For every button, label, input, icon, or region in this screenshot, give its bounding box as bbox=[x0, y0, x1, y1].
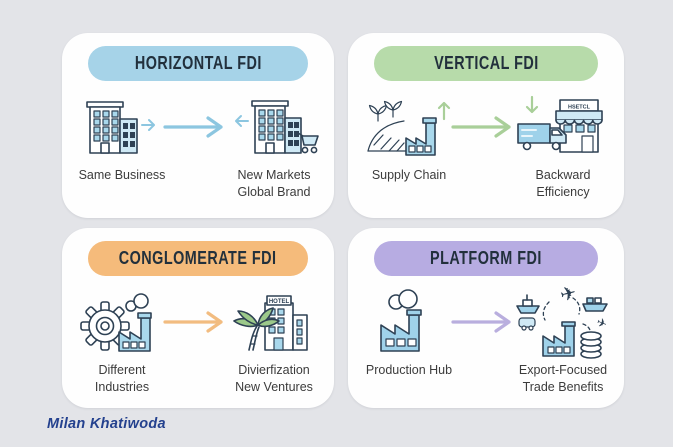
card-title: CONGLOMERATE FDI bbox=[119, 248, 277, 268]
card-conglomerate-fdi: CONGLOMERATE FDI bbox=[62, 228, 334, 408]
conglomerate-fdi-header: CONGLOMERATE FDI bbox=[87, 241, 309, 276]
airplane-icon: ✈ bbox=[558, 282, 579, 307]
buildings-shopping-cart-icon bbox=[228, 90, 320, 164]
cargo-ship-icon bbox=[516, 294, 540, 314]
small-airplane-icon: ✈ bbox=[595, 315, 610, 332]
figure-label: Different Industries bbox=[94, 363, 150, 394]
card-platform-fdi: PLATFORM FDI bbox=[348, 228, 624, 408]
flow-arrow-icon bbox=[450, 285, 522, 359]
card-title: HORIZONTAL FDI bbox=[134, 53, 262, 73]
gear-factory-icon bbox=[79, 285, 165, 359]
card-title: VERTICAL FDI bbox=[433, 53, 539, 73]
card-horizontal-fdi: HORIZONTAL FDI bbox=[62, 33, 334, 218]
hotel-sign-text: HOTEL bbox=[269, 299, 290, 305]
card-grid: HORIZONTAL FDI bbox=[62, 33, 624, 408]
vertical-fdi-header: VERTICAL FDI bbox=[373, 46, 599, 81]
flow-arrow-icon bbox=[162, 90, 234, 164]
platform-fdi-header: PLATFORM FDI bbox=[373, 241, 599, 276]
factory-smoke-icon bbox=[369, 285, 449, 359]
store-sign-text: HSETCL bbox=[568, 105, 591, 111]
figure-label: Same Business bbox=[78, 168, 166, 182]
office-buildings-icon bbox=[80, 90, 164, 164]
figure-label: Supply Chain bbox=[371, 168, 447, 182]
farm-factory-icon bbox=[366, 90, 452, 164]
flow-arrow-icon bbox=[450, 90, 522, 164]
card-vertical-fdi: VERTICAL FDI bbox=[348, 33, 624, 218]
export-trade-cluster-icon: ✈ ✈ bbox=[515, 282, 611, 359]
truck-store-icon: HSETCL bbox=[516, 90, 610, 164]
horizontal-fdi-header: HORIZONTAL FDI bbox=[87, 46, 309, 81]
figure-label: Production Hub bbox=[365, 363, 453, 377]
container-ship-icon bbox=[582, 297, 608, 312]
card-title: PLATFORM FDI bbox=[430, 248, 542, 268]
coin-stack-icon bbox=[580, 331, 602, 359]
author-signature: Milan Khatiwoda bbox=[47, 416, 166, 432]
delivery-van-icon bbox=[518, 317, 536, 331]
flow-arrow-icon bbox=[162, 285, 234, 359]
palm-hotel-icon: HOTEL bbox=[231, 285, 317, 359]
